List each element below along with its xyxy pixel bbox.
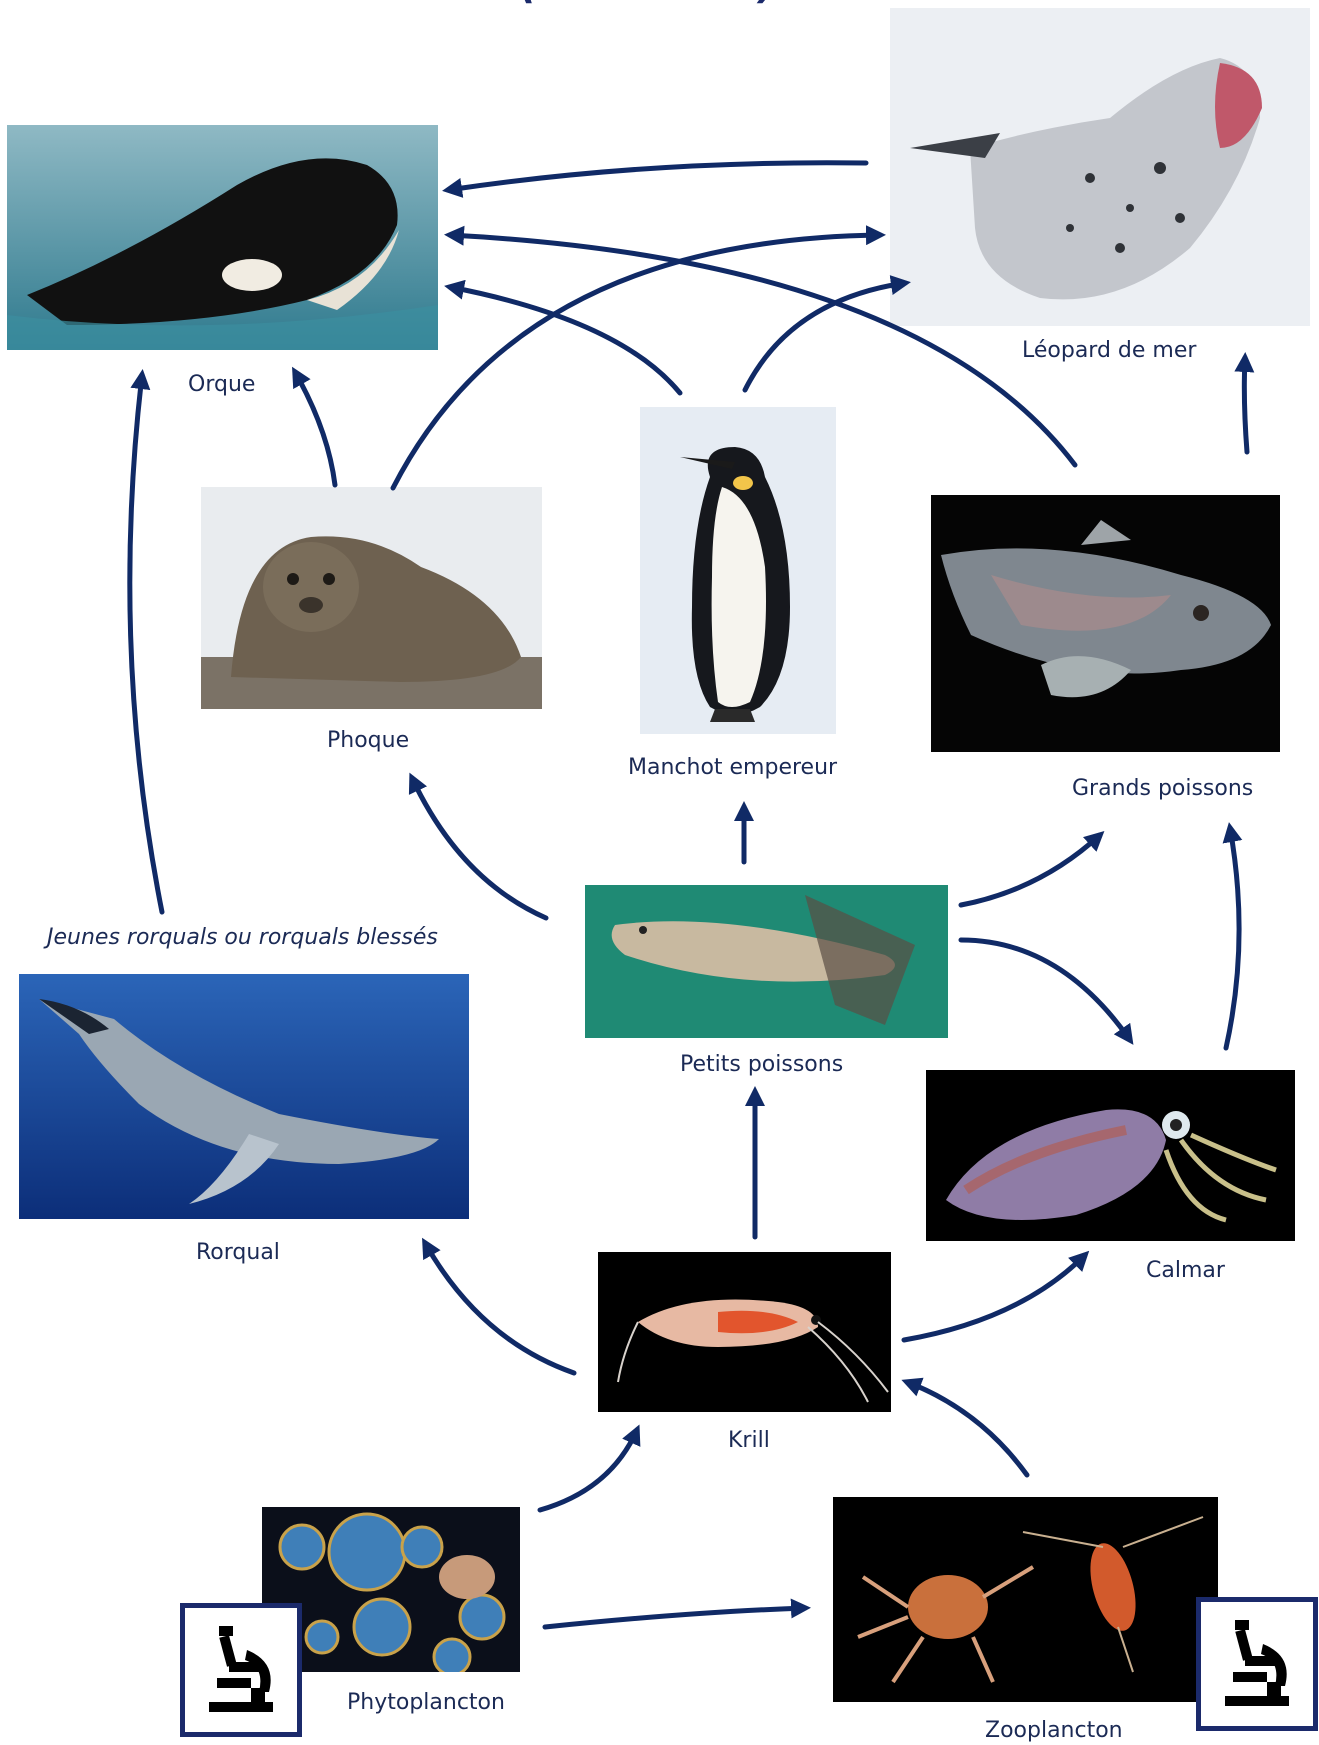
grands-poissons-photo — [931, 495, 1280, 752]
leopard-photo — [890, 8, 1310, 326]
orque-label: Orque — [188, 372, 255, 397]
zooplancton-photo — [833, 1497, 1218, 1702]
krill-photo — [598, 1252, 891, 1412]
microscope-icon — [1196, 1597, 1318, 1731]
diagram-title: (Pôle sud) — [520, 0, 779, 8]
arrow-calmar-grands — [1226, 828, 1239, 1048]
grands-poissons-label: Grands poissons — [1072, 776, 1253, 801]
phytoplancton-label: Phytoplancton — [347, 1690, 505, 1715]
arrow-zooplancton-krill — [907, 1382, 1027, 1475]
rorqual-label: Rorqual — [196, 1240, 280, 1265]
calmar-photo — [926, 1070, 1295, 1241]
leopard-label: Léopard de mer — [1022, 338, 1196, 363]
rorqual-photo — [19, 974, 469, 1219]
arrow-leopard-orque — [448, 163, 866, 190]
phoque-label: Phoque — [327, 728, 409, 753]
arrow-petitspoissons-calmar — [961, 940, 1130, 1040]
calmar-label: Calmar — [1146, 1258, 1225, 1283]
arrow-manchot-leopard — [745, 283, 905, 390]
phoque-photo — [201, 487, 542, 709]
arrow-krill-rorqual — [425, 1243, 574, 1373]
arrow-manchot-orque — [450, 287, 680, 393]
manchot-label: Manchot empereur — [628, 755, 837, 780]
krill-label: Krill — [728, 1428, 770, 1453]
arrow-petitspoissons-grands — [961, 835, 1100, 905]
microscope-icon — [180, 1603, 302, 1737]
arrow-phoque-orque — [295, 372, 335, 485]
petits-poissons-label: Petits poissons — [680, 1052, 843, 1077]
arrow-rorqual-orque — [130, 375, 162, 912]
zooplancton-label: Zooplancton — [985, 1718, 1123, 1743]
arrow-phyto-krill — [540, 1430, 637, 1510]
arrow-grandspoissons-leopard — [1244, 358, 1247, 452]
petits-poissons-photo — [585, 885, 948, 1038]
rorqual-note-label: Jeunes rorquals ou rorquals blessés — [47, 925, 438, 950]
arrow-petitspoissons-phoque — [412, 778, 546, 918]
orque-photo — [7, 125, 438, 350]
manchot-photo — [640, 407, 836, 734]
arrow-phyto-zooplancton — [545, 1608, 805, 1627]
arrow-krill-calmar — [904, 1255, 1085, 1340]
